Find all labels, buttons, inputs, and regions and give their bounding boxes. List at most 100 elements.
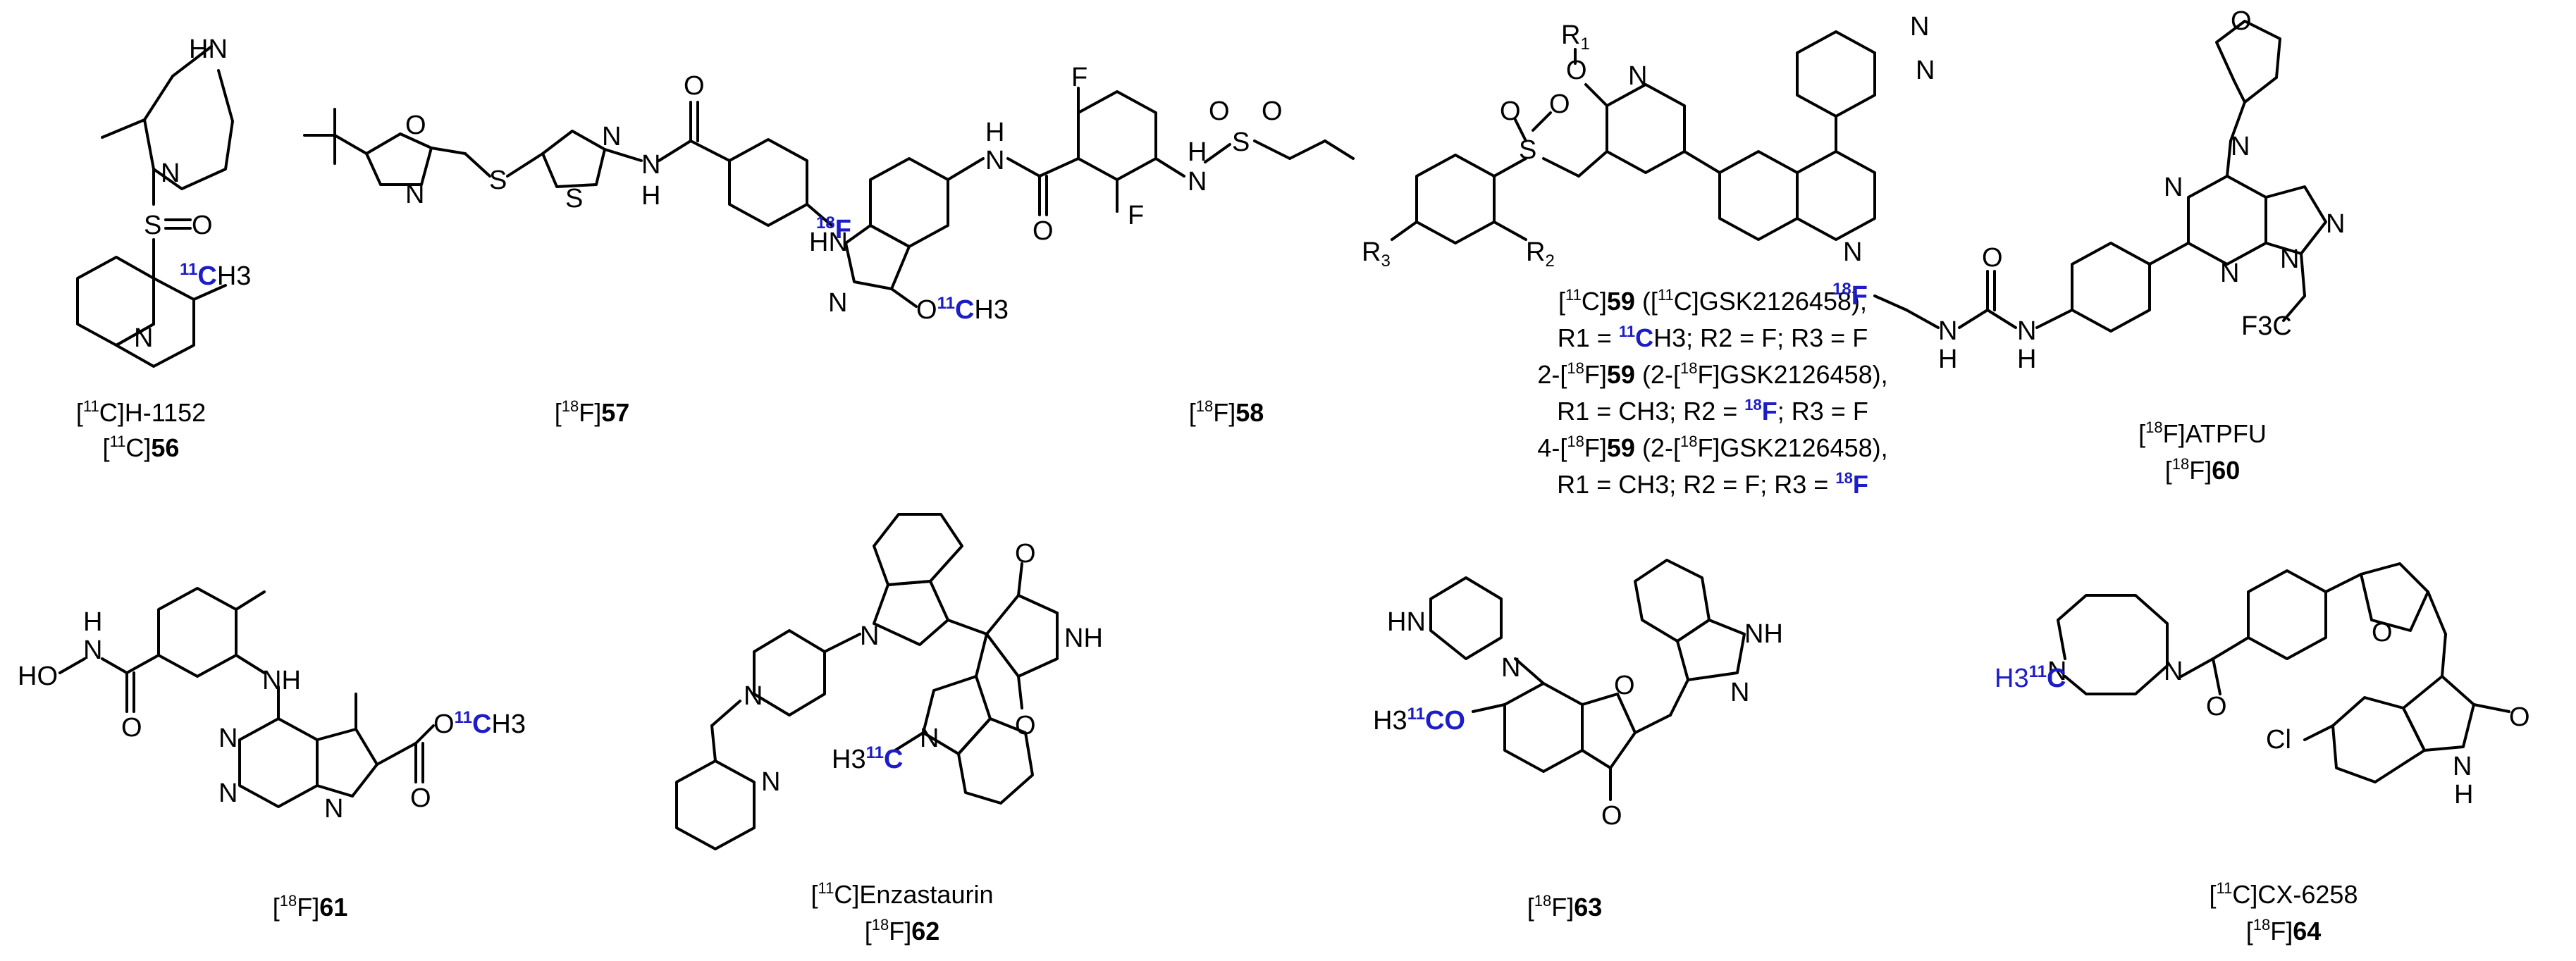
structure-59: R1 O N S O O R2 R3 N N N [11C]59 ([11C]G… (1362, 12, 1935, 499)
ring (2331, 696, 2426, 783)
bond (1683, 150, 1721, 174)
caption-line-1: [18F]63 (1527, 892, 1603, 922)
caption-block: [11C]59 ([11C]GSK2126458), R1 = 11CH3; R… (1537, 286, 1887, 499)
bond-group (2215, 20, 2281, 82)
isotope-label: H311C (1995, 662, 2066, 693)
atom-s: S (489, 166, 507, 195)
structure-63: HN N O NH N O H311CO [18F]63 (1373, 559, 1783, 922)
bond (506, 152, 544, 178)
caption-line-1: [11C]CX-6258 (2210, 879, 2358, 909)
atom-o: O (1601, 801, 1622, 831)
ring (1429, 576, 1503, 660)
atom-nh: HN (189, 35, 228, 64)
atom-n: N (134, 323, 153, 353)
bond (1006, 157, 1041, 178)
structure-enzastaurin: N N N O NH O N H311C [11C]Enzastaurin [1… (675, 513, 1103, 946)
isotope-label: 11CH3 (180, 260, 251, 291)
isotope-label: O11CH3 (433, 708, 526, 739)
bond (333, 134, 368, 155)
atom-n: N (641, 150, 660, 180)
atom-o: O (1015, 539, 1036, 569)
atom-n: N (405, 180, 424, 209)
ring (2071, 242, 2151, 333)
atom-n: N (1188, 167, 1207, 197)
caption-line-2: R1 = 11CH3; R2 = F; R3 = F (1558, 323, 1868, 352)
ring (157, 587, 238, 678)
bond (947, 619, 988, 636)
bond (1493, 221, 1527, 241)
atom-h: H (641, 181, 660, 211)
atom-h: H (985, 118, 1004, 147)
bond (1542, 157, 1580, 178)
ring (2187, 175, 2267, 266)
atom-o: O (1566, 56, 1587, 85)
ring (316, 728, 378, 798)
atom-cf3: F3C (2241, 311, 2292, 341)
bond (235, 654, 266, 674)
caption-line-5: 4-[18F]59 (2-[18F]GSK2126458), (1537, 433, 1887, 462)
atom-r3: R3 (1362, 237, 1391, 271)
bond (975, 633, 988, 678)
caption-line-6: R1 = CH3; R2 = F; R3 = 18F (1557, 469, 1868, 499)
atom-n: N (1910, 12, 1929, 42)
atom-o: O (121, 713, 142, 743)
bond (2472, 703, 2510, 713)
atom-nh: NH (1064, 624, 1103, 653)
atom-o: O (1015, 711, 1036, 740)
bond-group (2057, 594, 2169, 695)
atom-n: N (920, 724, 939, 753)
bond (2212, 636, 2250, 660)
atom-h: H (83, 607, 102, 637)
bond (1514, 657, 1545, 685)
structure-atpfu: O N N N N N O N H N H F3C 18F [18F]ATPFU… (1832, 6, 2345, 485)
ring (2247, 569, 2327, 660)
atom-n: N (218, 724, 238, 753)
bond (101, 118, 146, 139)
bond (1514, 118, 1527, 142)
ring (957, 717, 1034, 805)
caption-line-3: 2-[18F]59 (2-[18F]GSK2126458), (1537, 359, 1887, 389)
bond (1634, 714, 1672, 734)
bond (192, 284, 227, 301)
atom-r1: R1 (1561, 20, 1590, 54)
ring (922, 675, 992, 755)
bond (2180, 657, 2214, 678)
caption-line-1: [18F]57 (555, 397, 630, 427)
bond (2300, 252, 2306, 297)
ring (1415, 154, 1496, 244)
bond (658, 140, 692, 162)
atom-o: O (1209, 97, 1230, 126)
isotope-label: O11CH3 (916, 294, 1009, 325)
ring (2264, 185, 2327, 255)
caption-line-1: [11C]59 ([11C]GSK2126458), (1558, 286, 1867, 316)
bond (1017, 675, 1023, 709)
atom-n: N (161, 159, 180, 188)
atom-h: H (2454, 780, 2473, 810)
caption-line-1: [11C]H-1152 (76, 397, 206, 427)
atom-o: O (2509, 702, 2530, 732)
atom-n: N (2047, 657, 2066, 686)
ring (1077, 90, 1157, 181)
ring (728, 138, 808, 227)
bond (1584, 83, 1608, 107)
caption-line-1: [18F]61 (273, 892, 348, 922)
caption-line-1: [18F]ATPFU (2138, 418, 2267, 448)
bond (2427, 590, 2447, 636)
bond (2233, 80, 2246, 104)
atom-n: N (985, 146, 1004, 175)
bond (1532, 111, 1552, 132)
bond (414, 724, 435, 745)
ring (541, 130, 606, 188)
caption-line-1: [11C]Enzastaurin (811, 879, 994, 909)
bond-group (143, 45, 234, 190)
ring (1718, 150, 1799, 241)
atom-n: N (2231, 132, 2250, 161)
atom-n: N (1916, 56, 1935, 85)
bond (823, 633, 861, 653)
bond (2226, 140, 2232, 178)
bond (894, 731, 925, 752)
atom-s: S (1519, 135, 1536, 165)
atom-o: O (684, 71, 705, 101)
atom-n: N (828, 288, 847, 318)
caption: [11C]H-1152 [11C]56 (76, 397, 206, 462)
